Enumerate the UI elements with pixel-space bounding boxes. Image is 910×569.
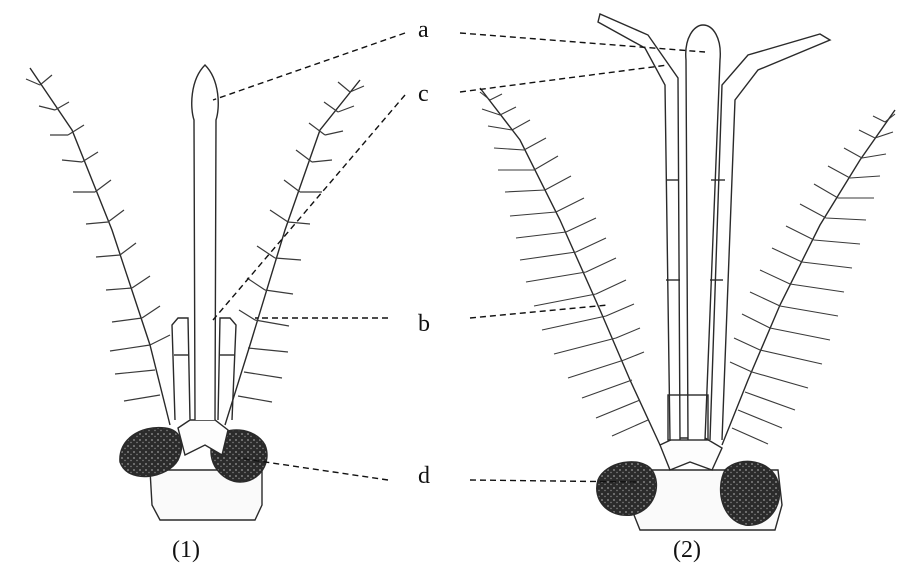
specimen-1-right-antenna-bristles bbox=[238, 82, 364, 402]
leader-a-left bbox=[213, 33, 405, 100]
label-d: d bbox=[418, 464, 430, 488]
specimen-2-right-eye bbox=[721, 461, 780, 525]
leader-lines bbox=[213, 33, 705, 482]
specimen-2-left-antenna bbox=[480, 88, 660, 445]
label-c: c bbox=[418, 82, 429, 106]
specimen-2-left-eye bbox=[597, 462, 657, 516]
leader-c-left bbox=[213, 95, 405, 320]
label-a: a bbox=[418, 18, 429, 42]
specimen-2-right-antenna-plume bbox=[730, 114, 895, 444]
specimen-1-left-antenna bbox=[30, 68, 170, 425]
specimen-2-right-palp bbox=[710, 34, 830, 440]
leader-a-right bbox=[460, 33, 705, 52]
leader-b-right bbox=[470, 305, 608, 318]
caption-specimen-1: (1) bbox=[172, 538, 200, 562]
label-b: b bbox=[418, 312, 430, 336]
caption-specimen-2: (2) bbox=[673, 538, 701, 562]
specimen-1-left-eye bbox=[120, 428, 182, 477]
specimen-2-left-antenna-plume bbox=[480, 92, 648, 436]
specimen-2-left-palp bbox=[598, 14, 680, 440]
specimen-2-right-antenna bbox=[722, 110, 895, 445]
specimen-2-clypeus bbox=[660, 438, 722, 470]
specimen-1-clypeus bbox=[178, 420, 228, 455]
specimen-1-head bbox=[26, 65, 364, 520]
specimen-1-left-antenna-bristles bbox=[26, 75, 170, 401]
specimen-1-proboscis bbox=[192, 65, 219, 420]
specimen-2-head bbox=[480, 14, 895, 530]
leader-c-right bbox=[460, 65, 668, 92]
